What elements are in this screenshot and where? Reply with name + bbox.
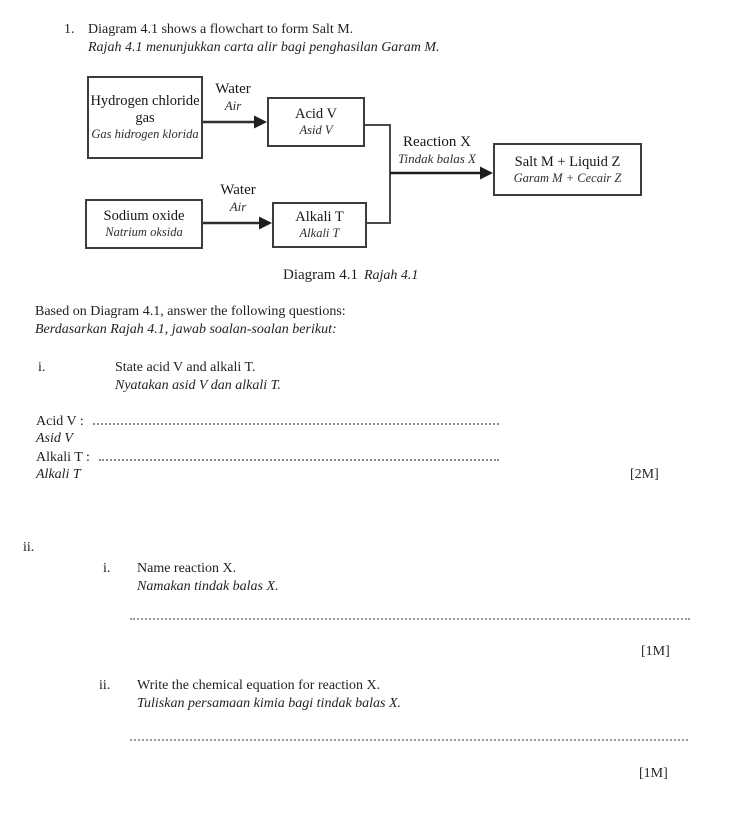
acid-label-en: Acid V : bbox=[36, 414, 84, 429]
arrow-head-icon bbox=[480, 166, 493, 180]
part-ii-sub-ii-number: ii. bbox=[99, 678, 111, 693]
flowchart-box-acid-v: Acid V Asid V bbox=[267, 97, 365, 147]
box-label-en: Acid V bbox=[294, 106, 338, 122]
box-label-en: Salt M + Liquid Z bbox=[514, 153, 621, 170]
instruction-en: Based on Diagram 4.1, answer the followi… bbox=[35, 304, 346, 319]
label-en: Water bbox=[215, 81, 251, 97]
part-ii-sub-i-question-ms: Namakan tindak balas X. bbox=[137, 579, 279, 594]
question-intro-ms: Rajah 4.1 menunjukkan carta alir bagi pe… bbox=[88, 40, 440, 55]
answer-row-alkali: Alkali T : bbox=[36, 448, 500, 467]
box-label-ms: Gas hidrogen klorida bbox=[91, 127, 199, 141]
label-ms: Air bbox=[229, 199, 247, 214]
box-label-ms: Garam M + Cecair Z bbox=[513, 170, 622, 185]
part-i-question-ms: Nyatakan asid V dan alkali T. bbox=[115, 378, 281, 393]
instruction-ms: Berdasarkan Rajah 4.1, jawab soalan-soal… bbox=[35, 322, 337, 337]
diagram-caption: Diagram 4.1 Rajah 4.1 bbox=[283, 267, 418, 284]
answer-row-acid: Acid V : bbox=[36, 412, 500, 431]
alkali-label-en: Alkali T : bbox=[36, 450, 90, 465]
box-label-ms: Natrium oksida bbox=[105, 225, 183, 239]
part-i-marks: [2M] bbox=[630, 467, 659, 482]
label-en: Water bbox=[220, 182, 256, 198]
question-intro-en: Diagram 4.1 shows a flowchart to form Sa… bbox=[88, 22, 354, 37]
question-number: 1. bbox=[64, 22, 75, 37]
caption-en: Diagram 4.1 bbox=[283, 267, 358, 283]
alkali-answer-line bbox=[99, 448, 500, 461]
part-ii-sub-ii-question-en: Write the chemical equation for reaction… bbox=[137, 678, 381, 693]
part-ii-sub-ii-marks: [1M] bbox=[639, 766, 668, 781]
part-ii-sub-i-question-en: Name reaction X. bbox=[137, 561, 237, 576]
label-ms: Air bbox=[224, 98, 242, 113]
flowchart-box-alkali-t: Alkali T Alkali T bbox=[272, 202, 367, 248]
alkali-label-ms: Alkali T bbox=[36, 467, 81, 482]
sub-i-answer-line bbox=[130, 612, 690, 620]
part-i-number: i. bbox=[38, 360, 46, 375]
box-label-en: Hydrogen chloride gas bbox=[90, 93, 200, 126]
arrow-head-icon bbox=[259, 216, 272, 230]
box-label-en: Alkali T bbox=[295, 209, 344, 225]
flowchart-box-salt-m: Salt M + Liquid Z Garam M + Cecair Z bbox=[493, 143, 642, 196]
box-label-en: Sodium oxide bbox=[103, 208, 185, 224]
part-ii-number: ii. bbox=[23, 540, 35, 555]
acid-label-ms: Asid V bbox=[36, 431, 73, 446]
flowchart: Hydrogen chloride gas Gas hidrogen klori… bbox=[80, 70, 670, 265]
arrow-head-icon bbox=[254, 115, 267, 129]
part-ii-sub-ii-question-ms: Tuliskan persamaan kimia bagi tindak bal… bbox=[137, 696, 402, 711]
box-label-ms: Alkali T bbox=[299, 226, 340, 240]
box-label-ms: Asid V bbox=[299, 123, 333, 137]
part-ii-sub-i-number: i. bbox=[103, 561, 111, 576]
flowchart-box-sodium-oxide: Sodium oxide Natrium oksida bbox=[85, 199, 203, 249]
caption-ms: Rajah 4.1 bbox=[363, 268, 419, 283]
flowchart-connectors bbox=[203, 115, 493, 230]
label-en: Reaction X bbox=[403, 134, 471, 150]
flow-label-water-bottom: Water Air bbox=[208, 182, 268, 214]
part-i-question-en: State acid V and alkali T. bbox=[115, 360, 256, 375]
acid-answer-line bbox=[93, 412, 500, 425]
flow-label-water-top: Water Air bbox=[203, 81, 263, 113]
sub-ii-answer-line bbox=[130, 733, 688, 741]
part-ii-sub-i-marks: [1M] bbox=[641, 644, 670, 659]
flowchart-box-hydrogen-chloride: Hydrogen chloride gas Gas hidrogen klori… bbox=[87, 76, 203, 159]
flow-label-reaction-x: Reaction X Tindak balas X bbox=[382, 134, 492, 166]
label-ms: Tindak balas X bbox=[397, 151, 476, 166]
